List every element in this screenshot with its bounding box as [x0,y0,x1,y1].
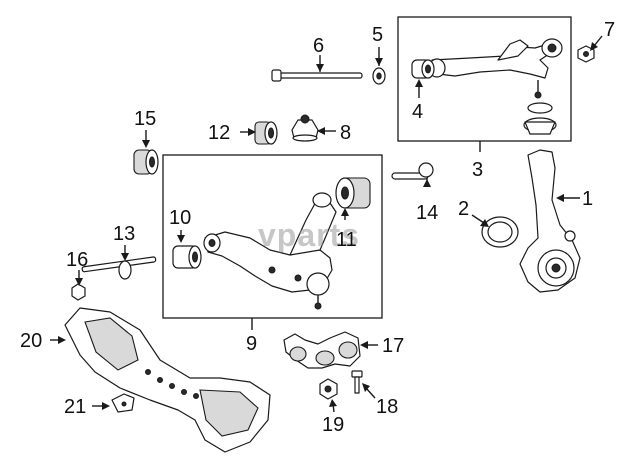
callout-19: 19 [322,414,344,436]
callout-1: 1 [582,188,593,210]
callout-10: 10 [169,207,191,229]
callout-7: 7 [604,19,615,41]
callout-21: 21 [64,396,86,418]
callout-15: 15 [134,108,156,130]
part-10-bushing [172,245,202,269]
part-3-upper-arm [428,38,563,99]
callout-17: 17 [382,335,404,357]
part-20-subframe [64,307,271,453]
lower-arm-group-frame [162,154,383,319]
callout-5: 5 [372,24,383,46]
leader-lines [50,35,603,413]
part-13-bolt [81,256,157,280]
callout-11: 11 [336,229,357,251]
part-15-bushing [133,149,159,175]
part-6-bolt [271,55,363,82]
part-21-bracket [111,393,135,413]
part-12-bushing [254,121,278,145]
callout-3: 3 [472,159,483,181]
upper-boot [523,102,557,135]
callout-9: 9 [246,333,257,355]
callout-18: 18 [376,396,398,418]
part-17-bracket [283,331,361,369]
part-7-nut [577,45,595,63]
callout-20: 20 [20,330,42,352]
watermark: vparts [258,217,360,253]
part-8-bump-stop [291,114,319,142]
upper-arm-group-frame [397,16,572,142]
part-4-bushing [411,59,435,98]
part-19-nut [319,378,338,400]
part-18-bolt [351,370,363,394]
part-16-nut [71,283,86,301]
callout-13: 13 [113,223,135,245]
part-11-bushing [335,177,371,209]
part-9-lower-arm [203,192,337,310]
part-1-knuckle [519,149,581,293]
callout-16: 16 [66,249,88,271]
callout-6: 6 [313,35,324,57]
callout-12: 12 [208,122,230,144]
callout-8: 8 [340,122,351,144]
callout-4: 4 [412,101,423,123]
callout-14: 14 [416,202,438,224]
callout-2: 2 [458,198,469,220]
part-2-seal [481,216,519,248]
